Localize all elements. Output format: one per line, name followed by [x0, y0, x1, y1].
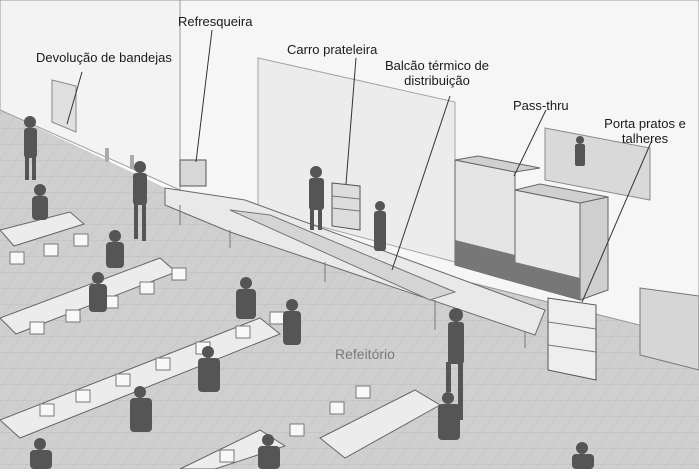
- tray-return-window: [51, 79, 77, 133]
- label-porta-line1: Porta pratos e: [604, 116, 686, 131]
- label-balcao-line2: distribuição: [404, 73, 470, 88]
- label-porta-pratos: Porta pratos e talheres: [598, 116, 692, 146]
- refresqueira-machine: [179, 159, 207, 187]
- label-porta-line2: talheres: [621, 131, 669, 146]
- kitchen-opening: [544, 127, 651, 201]
- label-refresqueira: Refresqueira: [178, 14, 253, 29]
- label-refeitorio: Refeitório: [335, 346, 395, 362]
- label-balcao-line1: Balcão térmico de: [384, 58, 490, 73]
- chairs: [9, 233, 371, 463]
- shelf-cart: [331, 182, 361, 231]
- label-carro-prateleira: Carro prateleira: [287, 42, 378, 57]
- callout-lines: [66, 29, 653, 303]
- people: [24, 116, 594, 469]
- plate-cart: [547, 297, 597, 381]
- label-devolucao-bandejas: Devolução de bandejas: [36, 50, 172, 65]
- back-window: [639, 287, 699, 371]
- label-balcao-termico: Balcão térmico de distribuição: [382, 58, 492, 88]
- label-pass-thru: Pass-thru: [513, 98, 569, 113]
